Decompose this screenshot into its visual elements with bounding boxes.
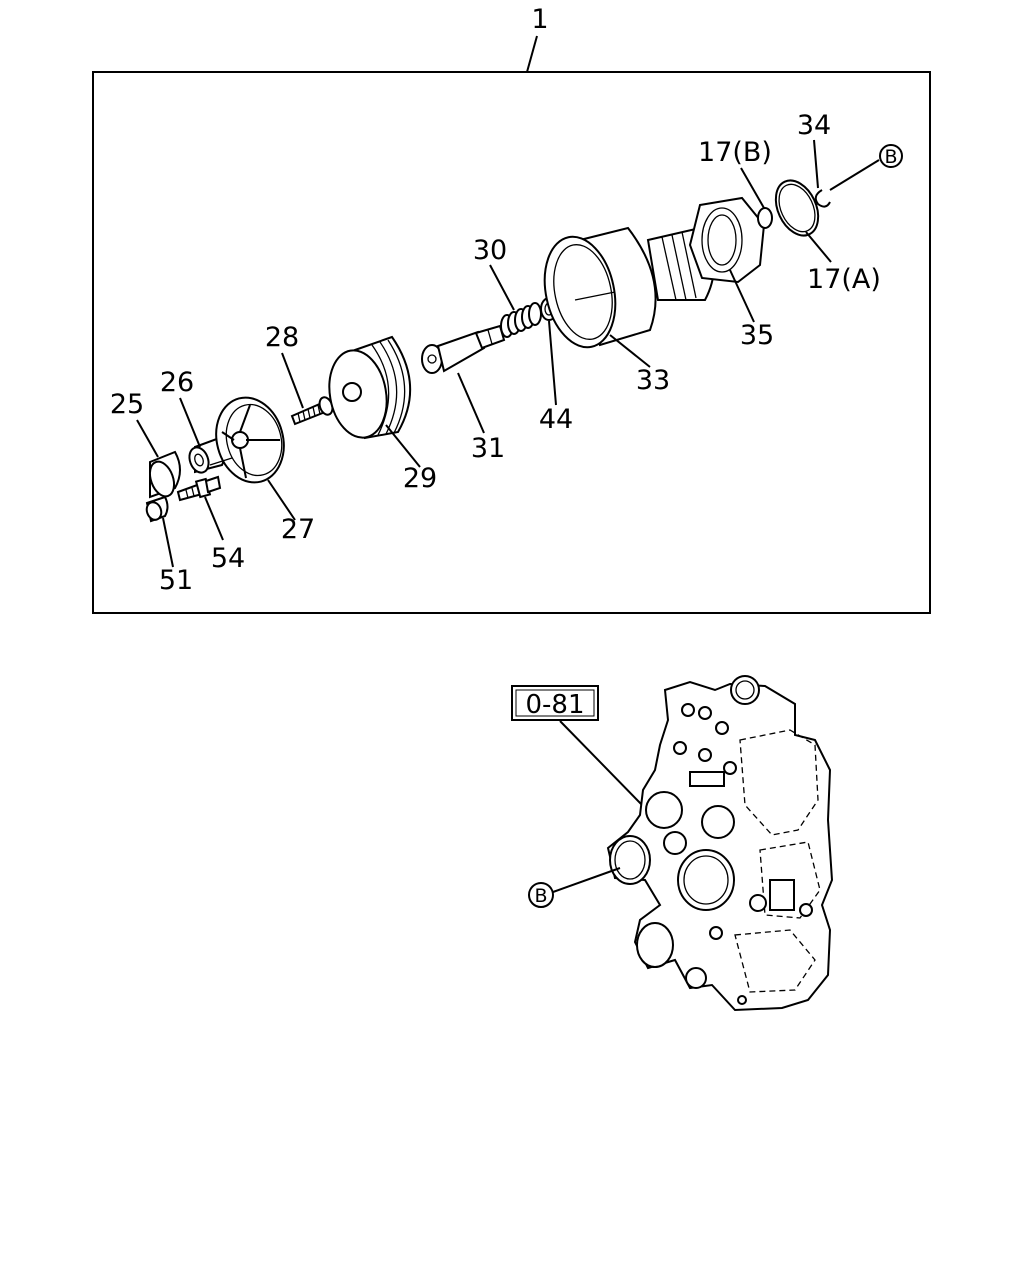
- label-part-28[interactable]: 28: [265, 322, 299, 353]
- label-part-34[interactable]: 34: [797, 110, 831, 141]
- part-25-sleeve[interactable]: [146, 450, 181, 500]
- leader-assembly-1: [526, 35, 538, 73]
- part-35-hex-nut[interactable]: [688, 196, 766, 284]
- label-part-30[interactable]: 30: [473, 235, 507, 266]
- part-51-bushing[interactable]: [144, 495, 169, 523]
- part-29-piston[interactable]: [323, 335, 412, 442]
- valve-body-casting: [606, 675, 834, 1012]
- part-27-spoked-plate[interactable]: [207, 390, 293, 490]
- part-28-screw[interactable]: [290, 395, 335, 426]
- leader-lines: [136, 139, 880, 568]
- ref-b-top-text: B: [884, 146, 897, 168]
- part-17a-oring[interactable]: [768, 174, 827, 243]
- label-part-54[interactable]: 54: [211, 543, 245, 574]
- part-17b-oring[interactable]: [757, 207, 773, 229]
- label-part-44[interactable]: 44: [539, 404, 573, 435]
- leader-page-ref: [559, 720, 646, 809]
- part-33-housing[interactable]: [535, 226, 715, 354]
- label-part-33[interactable]: 33: [636, 365, 670, 396]
- label-part-25[interactable]: 25: [110, 389, 144, 420]
- part-34-snap-ring[interactable]: [814, 189, 831, 208]
- label-part-35[interactable]: 35: [740, 320, 774, 351]
- part-31-stem[interactable]: [421, 324, 506, 374]
- label-part-17a[interactable]: 17(A): [807, 264, 881, 295]
- ref-b-top[interactable]: B: [879, 144, 903, 168]
- label-part-31[interactable]: 31: [471, 433, 505, 464]
- label-part-51[interactable]: 51: [159, 565, 193, 596]
- leader-ref-b-bottom: [552, 867, 621, 893]
- ref-b-bottom[interactable]: B: [528, 882, 554, 908]
- label-part-17b[interactable]: 17(B): [698, 137, 772, 168]
- assembly-frame: [92, 71, 931, 614]
- page-ref-text: 0-81: [525, 690, 584, 720]
- part-30-spring[interactable]: [500, 302, 542, 338]
- ref-b-bottom-text: B: [534, 885, 547, 907]
- label-part-27[interactable]: 27: [281, 514, 315, 545]
- label-assembly-1[interactable]: 1: [531, 4, 548, 35]
- page-ref-0-81[interactable]: 0-81: [511, 685, 599, 721]
- label-part-26[interactable]: 26: [160, 367, 194, 398]
- label-part-29[interactable]: 29: [403, 463, 437, 494]
- part-54-nipple[interactable]: [176, 475, 222, 502]
